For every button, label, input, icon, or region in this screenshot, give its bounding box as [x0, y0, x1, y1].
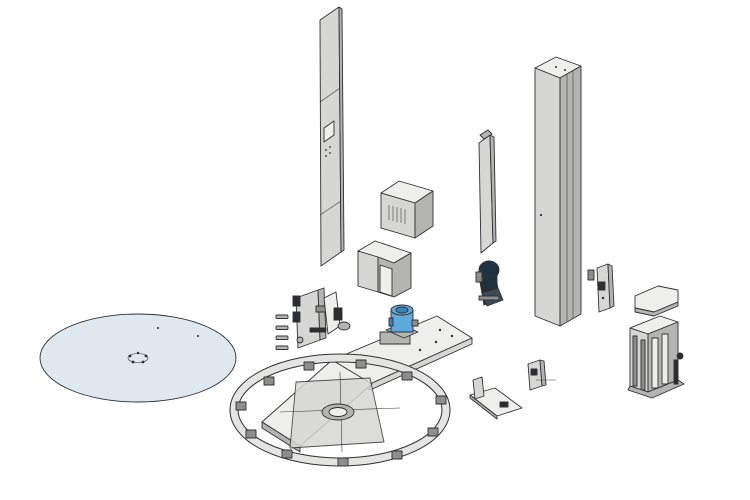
narrow-strip	[479, 130, 496, 253]
bracket-cover	[358, 241, 411, 297]
tall-panel	[320, 7, 344, 266]
mounting-bracket	[597, 264, 614, 312]
base-plate-flange	[470, 377, 522, 419]
small-bracket	[588, 270, 594, 280]
roller-assembly	[293, 288, 350, 348]
mast-column	[535, 57, 581, 326]
film-carriage	[628, 316, 684, 398]
bolt-kit	[276, 315, 288, 350]
gear-motor-dark	[476, 261, 503, 306]
drive-motor-blue	[386, 305, 418, 338]
control-box	[381, 181, 433, 238]
carriage-cover	[635, 286, 678, 316]
ring-track	[234, 358, 446, 466]
limit-switch-bracket	[528, 360, 556, 390]
turntable-disc	[40, 314, 236, 402]
